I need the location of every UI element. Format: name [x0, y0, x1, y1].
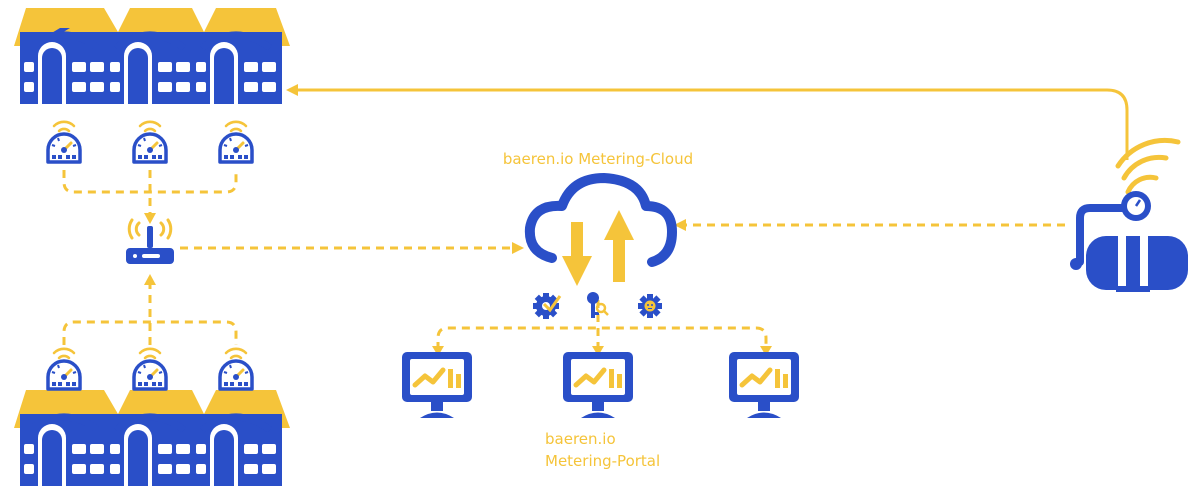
house-row-icon-bottom [14, 390, 290, 486]
connectors [62, 84, 1129, 356]
portal-label-line2: Metering-Portal [545, 452, 660, 470]
cloud-sync-icon [524, 173, 677, 286]
wireless-meter-icon [218, 347, 254, 391]
monitor-chart-icon [729, 352, 799, 418]
key-search-icon [587, 292, 609, 318]
wireless-meter-icon [218, 120, 254, 164]
return-line [292, 88, 1129, 160]
monitor-chart-icon [563, 352, 633, 418]
wireless-meter-icon [46, 120, 82, 164]
wireless-meter-icon [46, 347, 82, 391]
house-row-icon-top [14, 8, 290, 104]
cloud-label: baeren.io Metering-Cloud [503, 150, 693, 168]
gear-check-icon [533, 293, 562, 319]
tank-meter-icon [1070, 137, 1188, 292]
arrow-left-icon [286, 84, 298, 96]
router-icon [126, 218, 174, 264]
monitor-chart-icon [402, 352, 472, 418]
gear-face-icon [638, 294, 662, 318]
portal-label-line1: baeren.io [545, 430, 616, 448]
wireless-meter-icon [132, 120, 168, 164]
wireless-meter-icon [132, 347, 168, 391]
